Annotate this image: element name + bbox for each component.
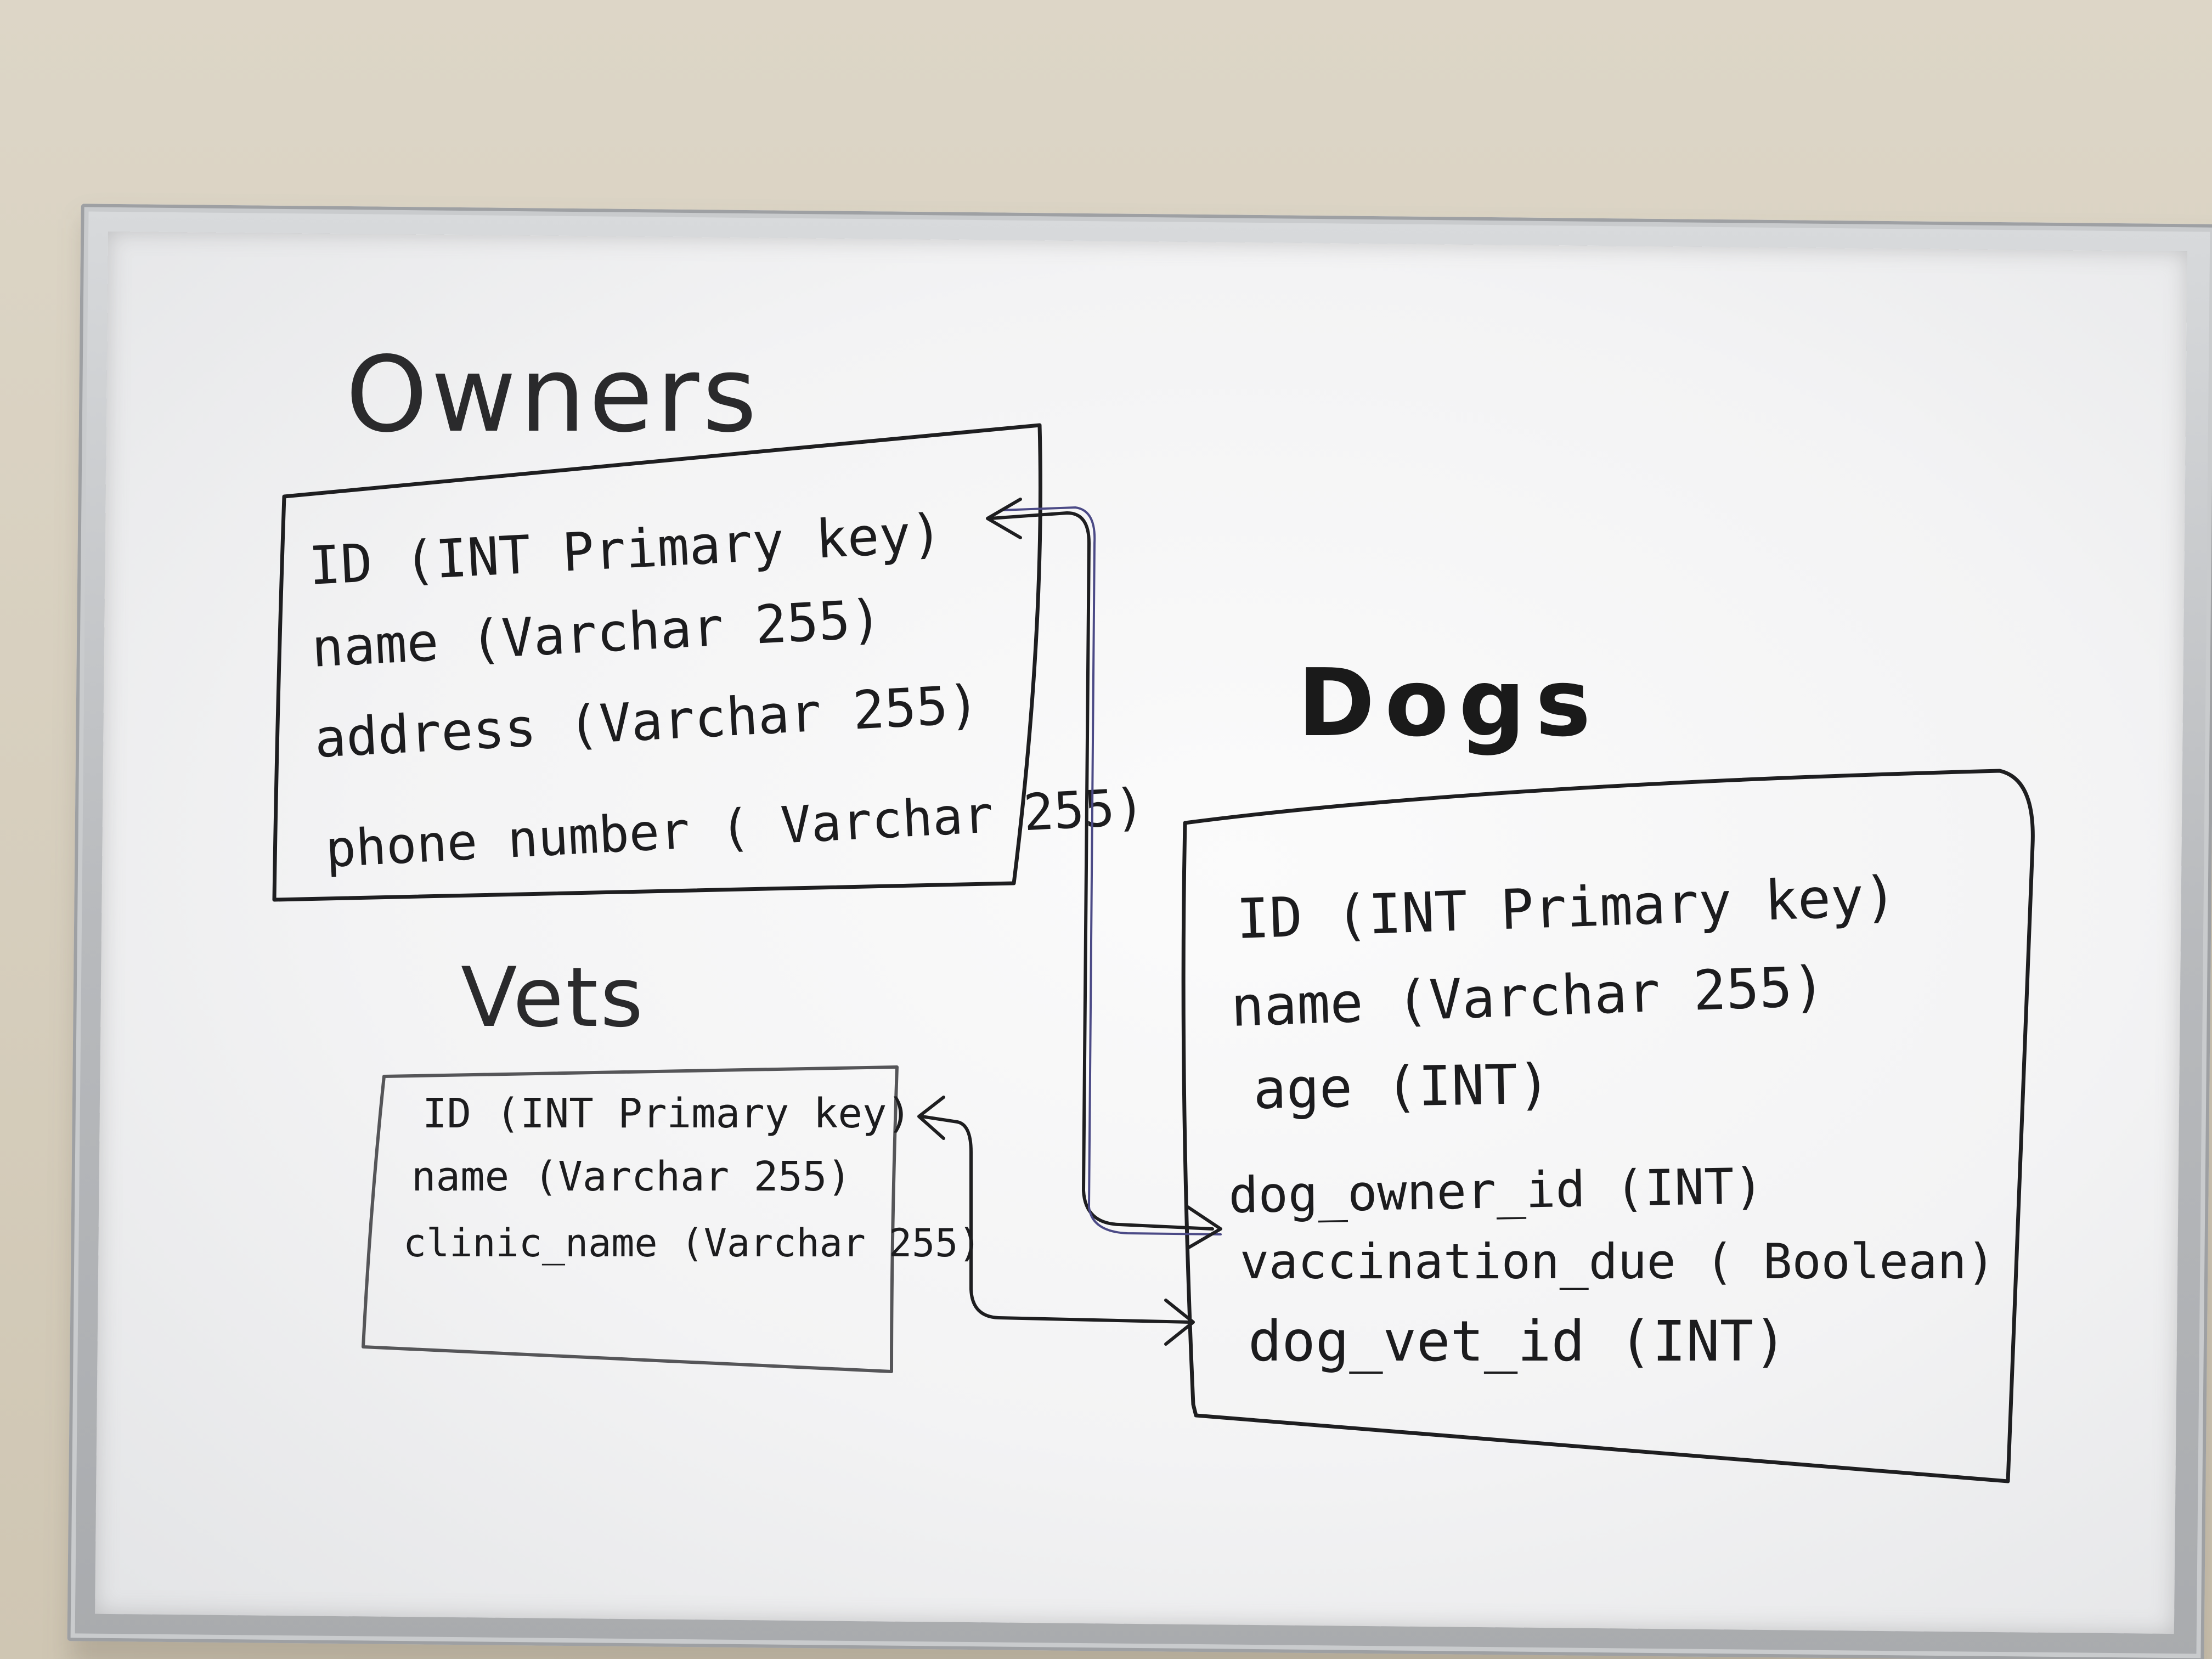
vets-title: Vets xyxy=(461,950,645,1046)
owners-field-phone-number: phone number ( Varchar 255) xyxy=(324,777,1147,879)
dogs-field-id: ID (INT Primary key) xyxy=(1235,864,1898,951)
owners-field-address: address (Varchar 255) xyxy=(313,674,981,770)
owners-to-dogs-relationship-arrow xyxy=(986,498,1222,1250)
owners-field-name: name (Varchar 255) xyxy=(310,588,883,679)
owners-field-id: ID (INT Primary key) xyxy=(307,503,944,597)
vets-table-box xyxy=(362,1065,899,1373)
dogs-table-box xyxy=(1181,769,2035,1483)
vets-field-clinic-name: clinic_name (Varchar 255) xyxy=(403,1221,981,1266)
dogs-field-age: age (INT) xyxy=(1252,1052,1551,1121)
dogs-title: Dogs xyxy=(1297,649,1601,758)
owners-title: Owners xyxy=(346,334,760,455)
dogs-field-name: name (Varchar 255) xyxy=(1230,954,1826,1039)
dogs-field-vaccination-due: vaccination_due ( Boolean) xyxy=(1240,1233,1996,1290)
vets-to-dogs-relationship-arrow xyxy=(917,1096,1195,1346)
vets-field-name: name (Varchar 255) xyxy=(411,1153,851,1200)
dogs-field-dog-owner-id: dog_owner_id (INT) xyxy=(1228,1158,1764,1224)
vets-field-id: ID (INT Primary key) xyxy=(422,1090,911,1137)
owners-table-box xyxy=(272,423,1042,902)
dogs-field-dog-vet-id: dog_vet_id (INT) xyxy=(1248,1309,1787,1374)
